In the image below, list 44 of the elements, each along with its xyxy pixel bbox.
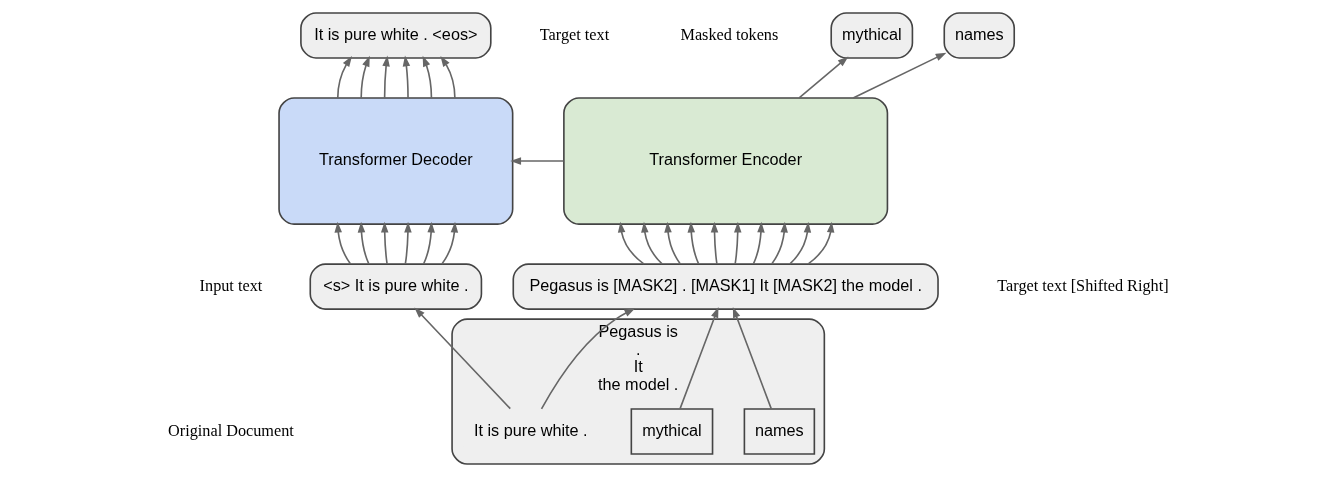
node-box: mythical xyxy=(829,12,913,59)
arrow xyxy=(678,306,718,410)
arrow xyxy=(336,55,352,99)
node-box: Transformer Decoder xyxy=(277,97,513,225)
arrow xyxy=(710,221,718,265)
arrow xyxy=(509,157,564,165)
label: Target text [Shifted Right] xyxy=(996,276,1169,295)
arrow xyxy=(422,55,432,99)
arrow xyxy=(403,221,412,265)
arrow xyxy=(797,56,848,99)
node-box: mythical xyxy=(630,408,713,455)
arrow xyxy=(381,55,390,99)
arrow xyxy=(357,221,370,265)
arrow xyxy=(640,221,663,265)
node-text: It is pure white . xyxy=(473,420,588,439)
label: Original Document xyxy=(167,421,294,440)
arrow xyxy=(788,221,811,265)
arrow xyxy=(413,307,511,410)
arrow xyxy=(663,221,681,265)
label: Input text xyxy=(199,276,262,295)
label: Target text xyxy=(539,25,609,44)
arrow xyxy=(380,221,388,265)
node-box: Transformer Encoder xyxy=(562,97,888,225)
node-box: names xyxy=(942,12,1015,59)
arrow xyxy=(752,221,765,265)
arrow xyxy=(440,221,458,265)
arrow xyxy=(333,221,351,265)
arrow xyxy=(851,52,946,99)
arrow xyxy=(687,221,699,265)
node-box: <s> It is pure white . xyxy=(308,263,482,310)
node-box: It is pure white . <eos> xyxy=(299,12,492,59)
arrow xyxy=(733,221,741,265)
node-box: Pegasus is [MASK2] . [MASK1] It [MASK2] the model . xyxy=(511,263,939,310)
arrow xyxy=(402,55,410,99)
arrow xyxy=(806,221,834,265)
arrow xyxy=(422,221,435,265)
label: Masked tokens xyxy=(679,25,778,44)
arrow xyxy=(359,55,370,99)
arrow xyxy=(770,221,788,265)
arrow xyxy=(540,308,635,410)
arrow xyxy=(439,56,456,99)
node-box: names xyxy=(743,408,815,455)
arrow xyxy=(732,306,772,410)
arrow xyxy=(617,221,645,265)
